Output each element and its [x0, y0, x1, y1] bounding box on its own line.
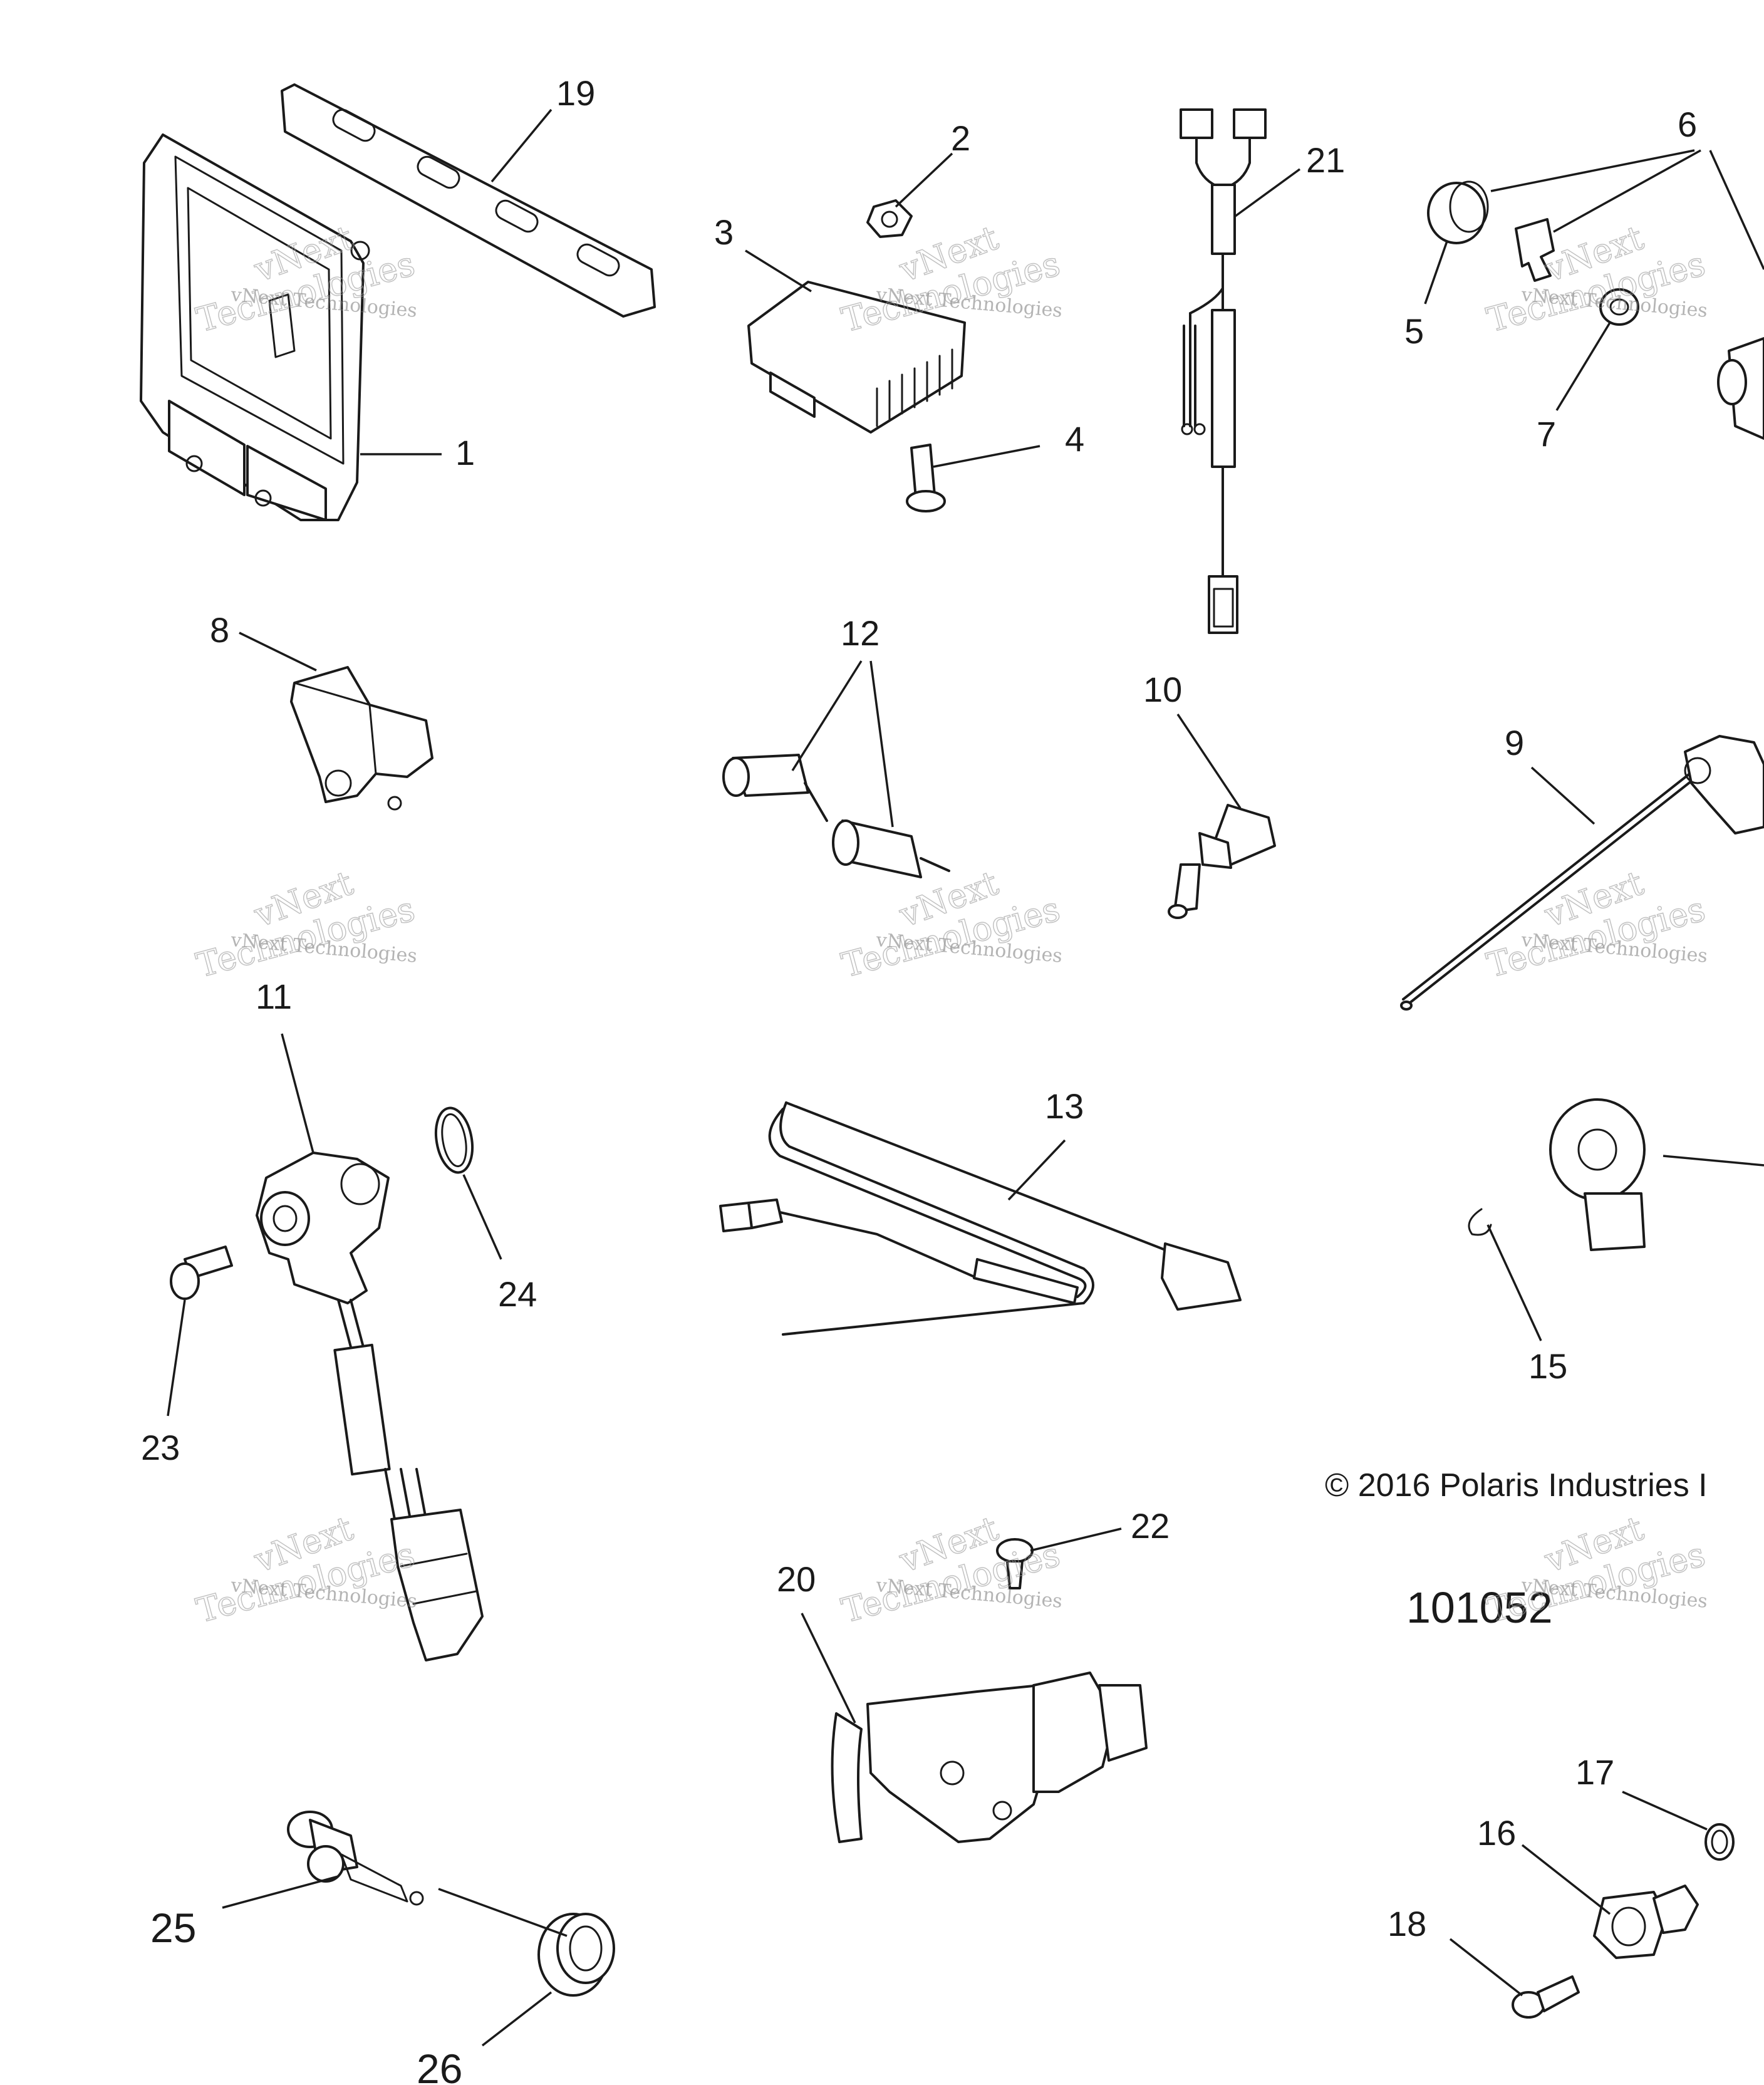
callout-23: 23	[141, 1428, 180, 1467]
callout-11: 11	[256, 977, 292, 1016]
part-23-screw	[170, 1245, 233, 1300]
part-26-grommet	[537, 1913, 615, 1997]
callout-17: 17	[1575, 1752, 1614, 1792]
watermark-6: vNext vNext Technologies Technologies	[1482, 863, 1710, 986]
leader-15	[1486, 1224, 1542, 1341]
callout-21: 21	[1306, 140, 1345, 180]
leader-12a	[791, 660, 863, 771]
part-knock-sensor	[1549, 1098, 1764, 1251]
leader-6b	[1553, 149, 1701, 233]
callout-18: 18	[1388, 1904, 1426, 1943]
part-8-map-sensor	[290, 666, 433, 811]
leader-6a	[1490, 149, 1695, 192]
part-3-regulator	[747, 281, 966, 434]
leader-26a	[438, 1888, 568, 1937]
part-9-speed-sensor	[1400, 735, 1764, 1011]
callout-3: 3	[714, 212, 734, 252]
part-7-grommet	[1599, 288, 1639, 326]
callout-16: 16	[1477, 1813, 1516, 1853]
callout-13: 13	[1045, 1086, 1084, 1126]
leader-20	[801, 1613, 856, 1724]
part-20-iac-valve	[831, 1672, 1148, 1843]
part-17-o-ring	[1704, 1823, 1735, 1861]
leader-17	[1622, 1791, 1708, 1831]
part-2-nut	[866, 199, 913, 238]
part-6-switch	[1717, 337, 1764, 440]
leader-18	[1449, 1938, 1523, 1997]
part-13-harness-loop	[719, 1101, 1242, 1336]
callout-5: 5	[1404, 311, 1424, 351]
part-11-tps	[256, 1152, 484, 1661]
callout-4: 4	[1065, 419, 1084, 459]
leader-3	[745, 249, 812, 293]
leader-21	[1234, 168, 1301, 217]
leader-4	[933, 445, 1040, 468]
watermark-7: vNext vNext Technologies Technologies	[192, 1508, 419, 1631]
drawing-number: 101052	[1406, 1583, 1553, 1632]
leader-10	[1176, 714, 1242, 809]
part-15-clip	[1468, 1208, 1492, 1236]
callout-15: 15	[1528, 1346, 1567, 1386]
watermark-5: vNext vNext Technologies Technologies	[837, 863, 1064, 986]
copyright-notice: © 2016 Polaris Industries I	[1325, 1467, 1708, 1504]
callout-24: 24	[498, 1274, 537, 1314]
watermark-9: vNext vNext Technologies Technologies	[1482, 1508, 1710, 1631]
callout-2: 2	[951, 118, 970, 158]
leader-8	[239, 632, 317, 672]
watermark-8: vNext vNext Technologies Technologies	[837, 1508, 1064, 1631]
part-12-sleeves	[722, 754, 950, 878]
callout-9: 9	[1505, 723, 1524, 762]
leader-6c	[1709, 150, 1764, 270]
callout-26: 26	[417, 2046, 462, 2085]
leader-25	[222, 1875, 339, 1909]
part-21-harness	[1180, 108, 1267, 634]
leader-22	[1030, 1527, 1122, 1552]
part-18-bolt	[1512, 1975, 1580, 2019]
callout-25: 25	[150, 1905, 196, 1951]
callout-1: 1	[455, 433, 475, 472]
leader-2	[895, 152, 953, 208]
leader-11	[281, 1033, 314, 1153]
callout-12: 12	[841, 613, 879, 653]
leader-12b	[869, 660, 894, 828]
leader-9	[1530, 766, 1595, 825]
callout-22: 22	[1131, 1506, 1170, 1546]
callout-8: 8	[210, 610, 229, 650]
leader-7	[1555, 322, 1611, 411]
watermark-4: vNext vNext Technologies Technologies	[192, 863, 419, 986]
leader-26b	[481, 1991, 553, 2047]
leader-5	[1424, 241, 1448, 304]
leader-24	[462, 1174, 502, 1260]
callout-7: 7	[1537, 414, 1556, 454]
callout-6: 6	[1678, 105, 1697, 144]
part-4-bolt	[906, 444, 946, 512]
leader-23	[167, 1299, 186, 1417]
callout-20: 20	[777, 1559, 816, 1599]
leader-13	[1007, 1139, 1066, 1201]
part-10-temp-sensor	[1168, 804, 1276, 919]
leader-16	[1521, 1844, 1611, 1915]
part-6-key	[1515, 218, 1555, 282]
callout-10: 10	[1143, 670, 1182, 709]
part-24-o-ring	[434, 1106, 474, 1174]
part-5-cap	[1427, 180, 1489, 244]
callout-19: 19	[556, 73, 595, 113]
part-22-screw	[996, 1538, 1034, 1589]
part-16-cam-sensor	[1593, 1885, 1699, 1959]
part-1-ecu	[140, 133, 370, 521]
leader-19	[490, 108, 553, 183]
part-25-sensor	[287, 1811, 424, 1906]
part-19-bracket	[281, 83, 656, 318]
